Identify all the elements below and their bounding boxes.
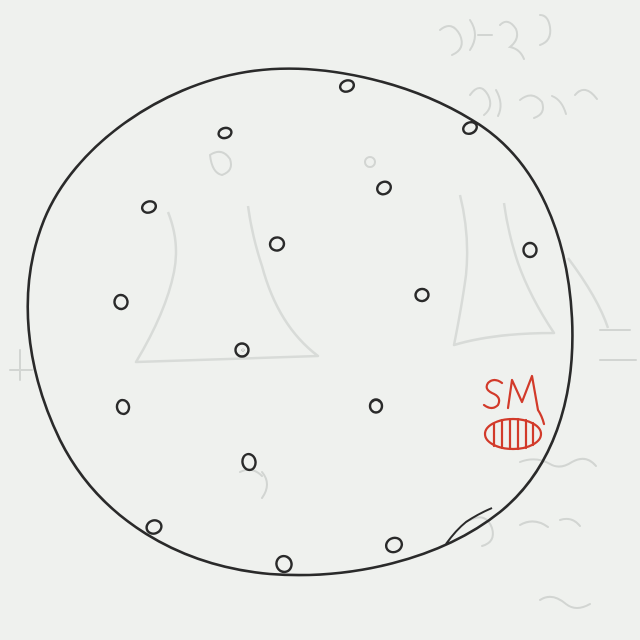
small-circle (462, 121, 478, 135)
small-circle (384, 536, 404, 554)
small-circle (338, 79, 356, 93)
small-circle (414, 287, 430, 303)
hatched-oval (483, 417, 543, 451)
small-circle (275, 554, 293, 574)
small-circle (145, 519, 163, 535)
small-circle (522, 241, 538, 259)
circle-overstroke (445, 507, 493, 545)
small-circle (140, 200, 158, 214)
small-circle (217, 126, 233, 140)
letter-s (482, 378, 504, 410)
small-circle (115, 398, 131, 416)
small-circle (241, 452, 257, 472)
small-circle (234, 342, 250, 358)
small-circle (113, 293, 129, 311)
letter-m (506, 374, 546, 426)
large-circle (26, 67, 574, 577)
ghost-writing (9, 14, 637, 609)
red-sm-mark (482, 374, 546, 451)
dot-mark (371, 399, 381, 403)
small-circle (376, 180, 392, 196)
oval-hatching (492, 417, 535, 451)
small-circle (268, 236, 286, 252)
ghost-shapes (134, 194, 610, 364)
